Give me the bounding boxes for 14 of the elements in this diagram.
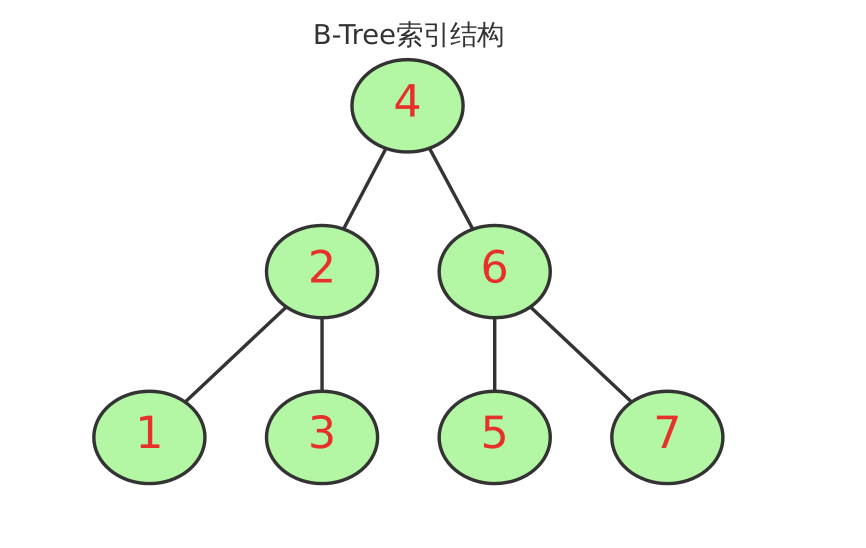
node-ellipse: 2 xyxy=(264,224,380,320)
connector xyxy=(320,318,324,392)
diagram-title: B-Tree索引结构 xyxy=(312,20,504,51)
connector xyxy=(428,148,474,230)
connector xyxy=(342,148,388,230)
node-ellipse: 3 xyxy=(264,390,380,486)
connector xyxy=(184,306,288,403)
connector xyxy=(529,306,632,403)
node-ellipse: 7 xyxy=(610,390,725,486)
connector xyxy=(493,318,496,392)
node-ellipse: 4 xyxy=(350,58,465,154)
node-ellipse: 1 xyxy=(92,390,207,486)
node-ellipse: 5 xyxy=(437,390,552,486)
node-ellipse: 6 xyxy=(437,224,552,320)
